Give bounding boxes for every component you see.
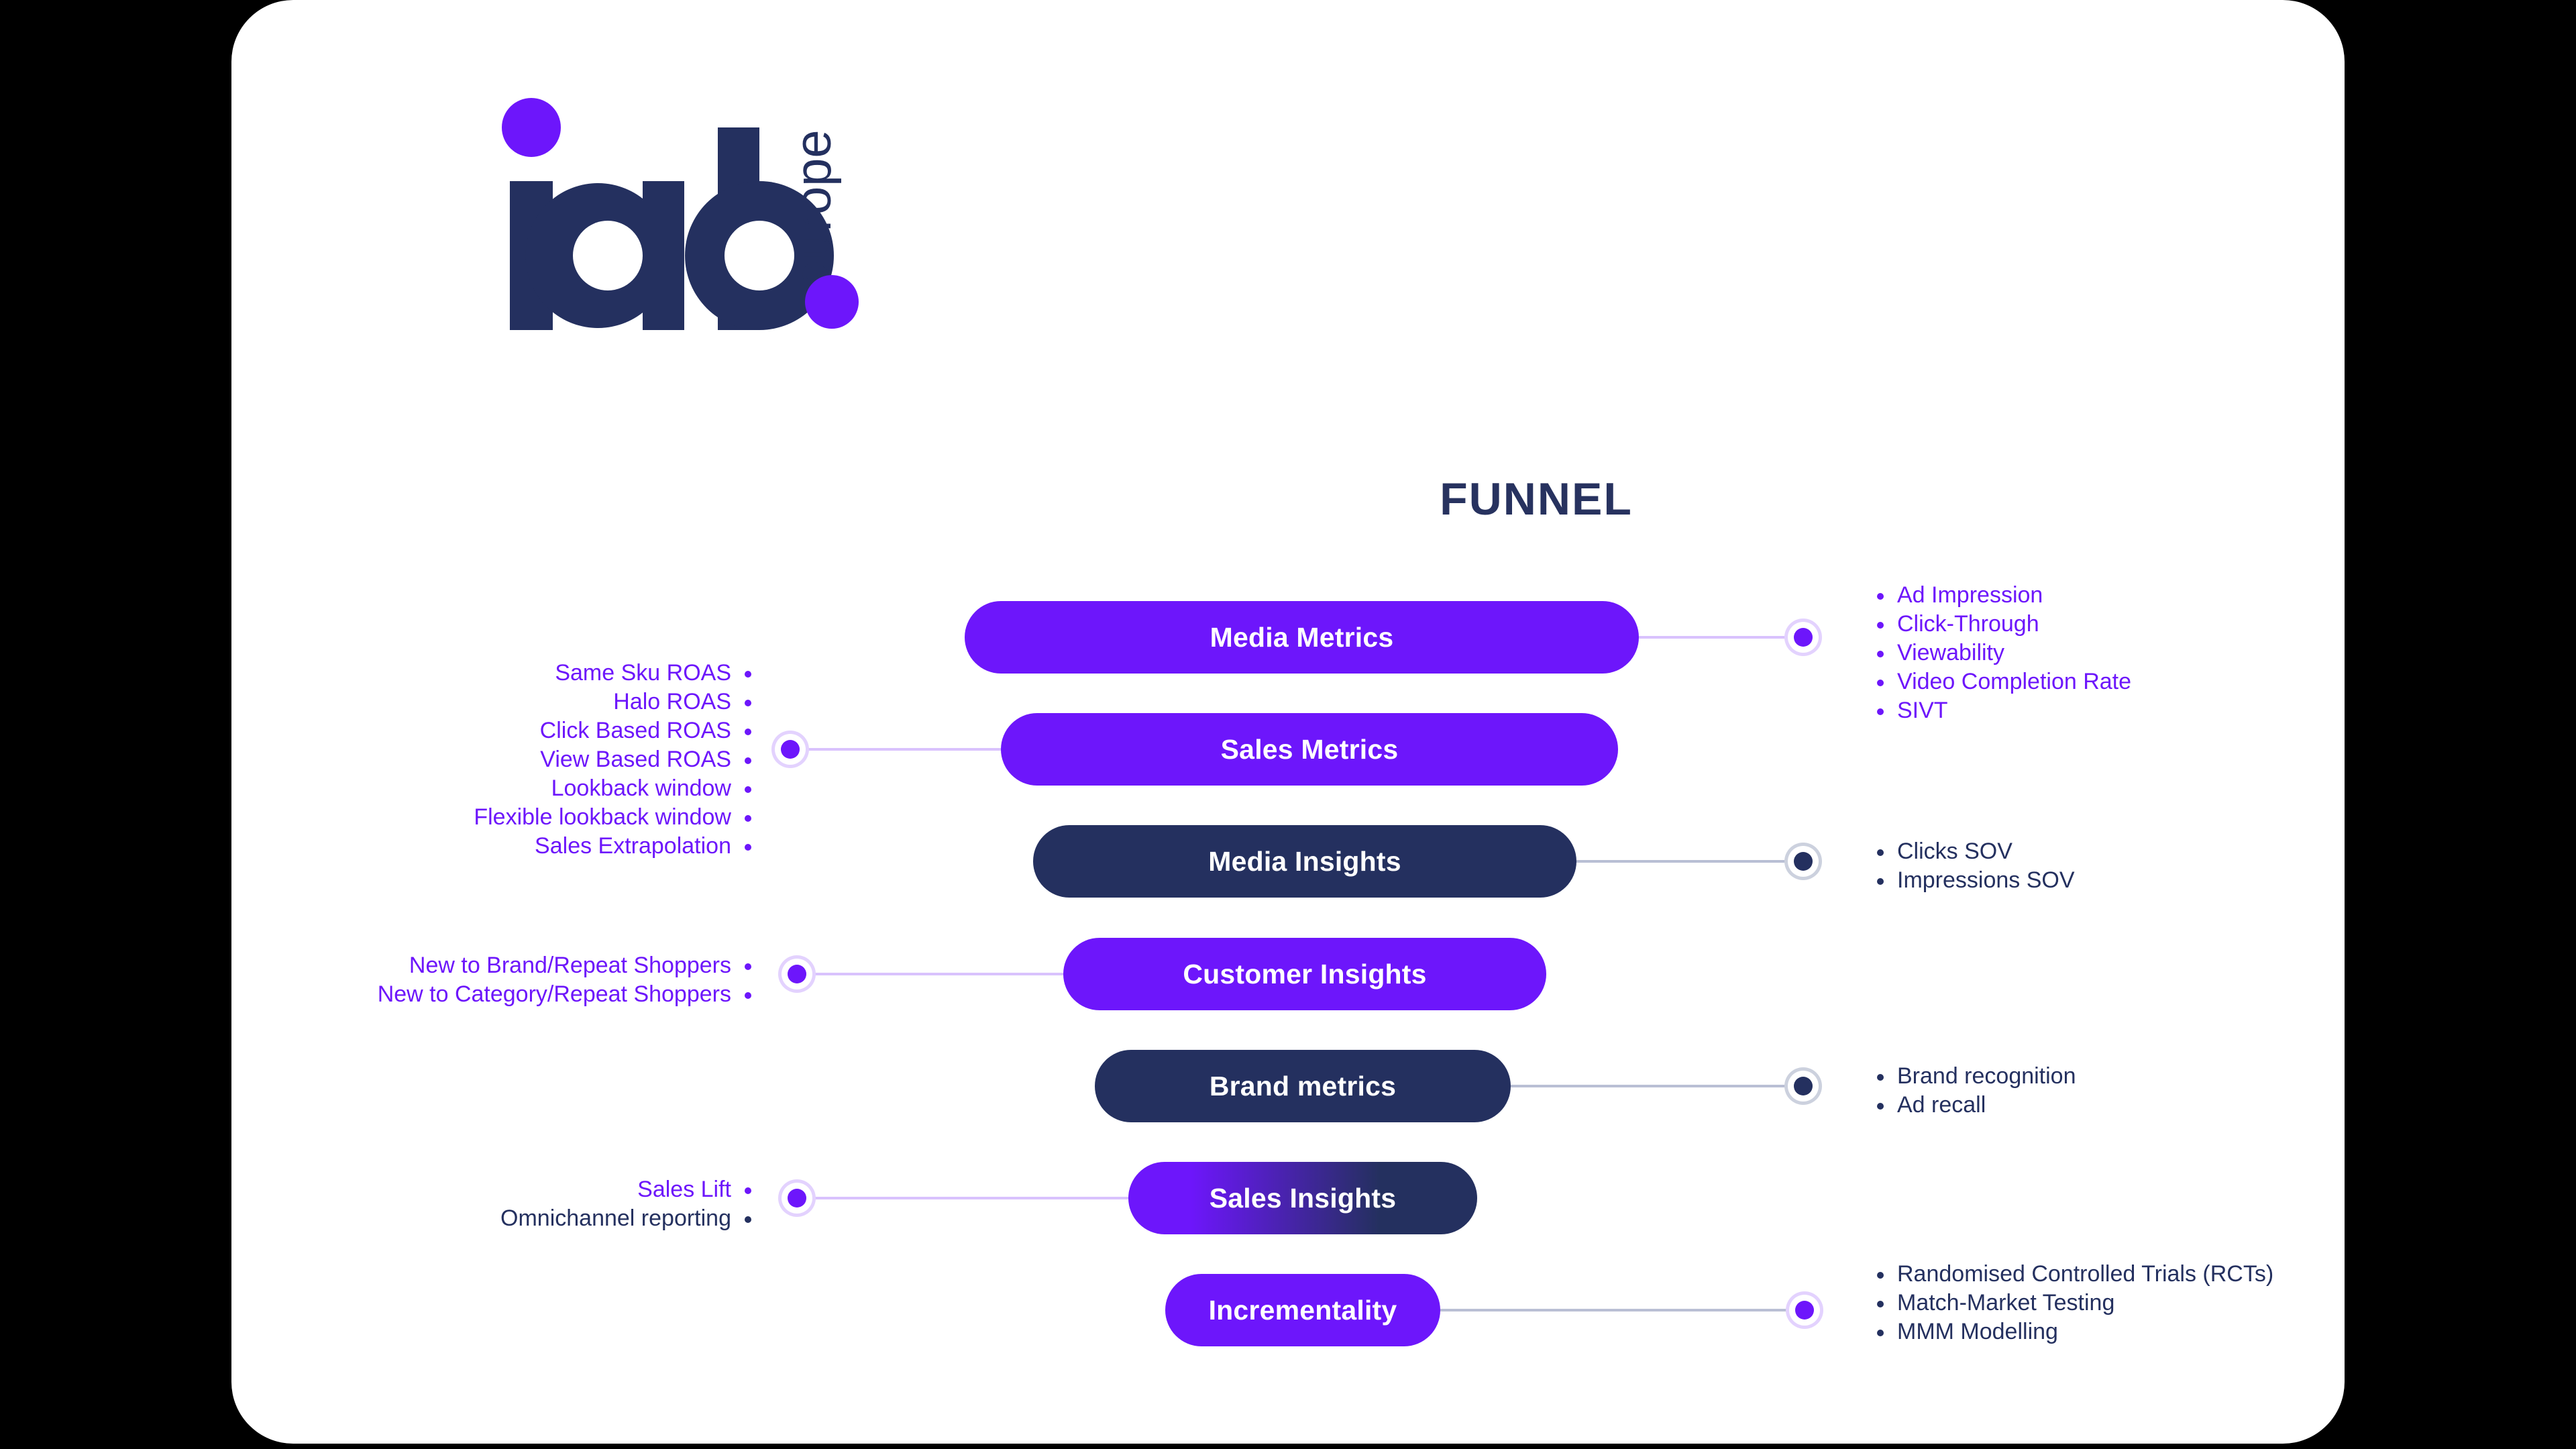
connector-dot-media-metrics[interactable] [1794, 628, 1813, 647]
annotation-item: Clicks SOV [1872, 837, 2075, 866]
logo-word-europe: europe [785, 129, 842, 288]
annotation-item: Match-Market Testing [1872, 1289, 2273, 1318]
annotation-item: Lookback window [0, 774, 757, 803]
funnel-stage-media-insights[interactable]: Media Insights [1033, 825, 1576, 898]
funnel-stage-customer-insights[interactable]: Customer Insights [1063, 938, 1546, 1010]
annotation-item: Video Completion Rate [1872, 667, 2131, 696]
annotation-item: Impressions SOV [1872, 866, 2075, 895]
funnel-stage-label: Sales Metrics [1220, 733, 1399, 765]
connector-dot-sales-metrics[interactable] [781, 740, 800, 759]
funnel-stage-label: Brand metrics [1209, 1070, 1397, 1102]
annotation-item: View Based ROAS [0, 745, 757, 774]
connector-line-sales-metrics [790, 748, 1001, 751]
annotation-list: Randomised Controlled Trials (RCTs)Match… [1872, 1260, 2273, 1346]
connector-dot-customer-insights[interactable] [788, 965, 806, 983]
funnel-stage-label: Sales Insights [1209, 1182, 1397, 1214]
connector-line-media-metrics [1639, 636, 1803, 639]
annotation-item: Sales Lift [0, 1175, 757, 1204]
funnel-stage-sales-metrics[interactable]: Sales Metrics [1001, 713, 1618, 786]
connector-line-brand-metrics [1511, 1085, 1803, 1087]
connector-dot-brand-metrics[interactable] [1794, 1077, 1813, 1095]
annotation-item: Click Based ROAS [0, 716, 757, 745]
logo-dot-i [502, 98, 561, 157]
annotation-item: MMM Modelling [1872, 1318, 2273, 1346]
annotation-item: New to Category/Repeat Shoppers [0, 980, 757, 1009]
annotation-item: Ad recall [1872, 1091, 2076, 1120]
funnel-stage-label: Media Metrics [1210, 621, 1394, 653]
iab-europe-logo-svg: europe [502, 98, 859, 330]
connector-line-incrementality [1440, 1309, 1805, 1311]
funnel-stage-label: Incrementality [1208, 1294, 1397, 1326]
annotation-item: Omnichannel reporting [0, 1204, 757, 1233]
connector-line-sales-insights [797, 1197, 1128, 1199]
annotation-item: Click-Through [1872, 610, 2131, 639]
annotation-item: Randomised Controlled Trials (RCTs) [1872, 1260, 2273, 1289]
annotation-item: Viewability [1872, 639, 2131, 667]
logo-letter-b [685, 127, 834, 330]
funnel-stage-media-metrics[interactable]: Media Metrics [965, 601, 1639, 674]
annotation-group-incrementality: Randomised Controlled Trials (RCTs)Match… [1872, 1260, 2273, 1346]
connector-dot-incrementality[interactable] [1795, 1301, 1814, 1320]
funnel-stage-incrementality[interactable]: Incrementality [1165, 1274, 1440, 1346]
annotation-item: SIVT [1872, 696, 2131, 725]
iab-europe-logo: europe [496, 54, 872, 342]
annotation-item: Flexible lookback window [0, 803, 757, 832]
funnel-stage-label: Customer Insights [1183, 958, 1427, 989]
funnel-stage-sales-insights[interactable]: Sales Insights [1128, 1162, 1477, 1234]
annotation-item: New to Brand/Repeat Shoppers [0, 951, 757, 980]
logo-letter-a [525, 181, 684, 330]
connector-dot-media-insights[interactable] [1794, 852, 1813, 871]
connector-dot-sales-insights[interactable] [788, 1189, 806, 1208]
funnel-stage-brand-metrics[interactable]: Brand metrics [1095, 1050, 1511, 1122]
funnel-stage-label: Media Insights [1208, 845, 1401, 877]
connector-line-media-insights [1576, 860, 1803, 863]
annotation-item: Brand recognition [1872, 1062, 2076, 1091]
connector-line-customer-insights [797, 973, 1063, 975]
annotation-item: Same Sku ROAS [0, 659, 757, 688]
annotation-item: Halo ROAS [0, 688, 757, 716]
page-title: FUNNEL [1440, 474, 1633, 525]
annotation-item: Ad Impression [1872, 581, 2131, 610]
annotation-item: Sales Extrapolation [0, 832, 757, 861]
logo-dot-period [805, 275, 859, 329]
